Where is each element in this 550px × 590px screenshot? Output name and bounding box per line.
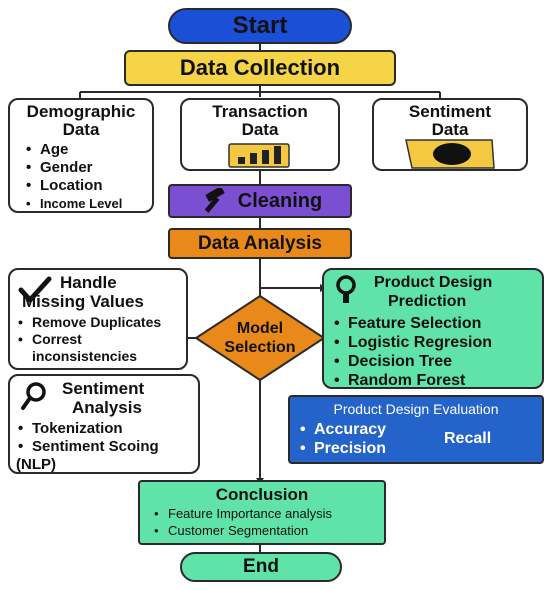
folder-icon (405, 139, 495, 169)
sentiment-analysis-title-2: Analysis (72, 398, 142, 417)
list-item: Gender (24, 159, 146, 177)
demographic-data-box: Demographic Data Age Gender Location Inc… (8, 98, 154, 213)
list-item: Remove Duplicates (16, 314, 180, 331)
start-terminal: Start (168, 8, 352, 44)
list-item: Customer Segmentation (152, 522, 378, 539)
sentiment-analysis-title-1: Sentiment (62, 379, 145, 398)
product-design-prediction-box: Product Design Prediction Feature Select… (322, 268, 544, 390)
end-label: End (243, 556, 279, 577)
list-item: Feature Selection (332, 314, 534, 333)
start-label: Start (232, 12, 288, 39)
end-terminal: End (180, 552, 342, 582)
list-item: Precision (298, 439, 534, 458)
list-item: Logistic Regresion (332, 333, 534, 352)
hammer-icon (204, 188, 225, 213)
list-item: Correst (16, 331, 180, 348)
transaction-title-1: Transaction (212, 102, 308, 121)
sentiment-data-title-2: Data (431, 120, 469, 139)
checkmark-icon (18, 276, 52, 303)
demographic-title-2: Data (62, 120, 100, 139)
sentiment-data-box: Sentiment Data (372, 98, 528, 171)
lightbulb-icon (336, 275, 356, 303)
missing-title-2: Missing Values (22, 292, 144, 311)
model-line-1: Model (236, 320, 284, 337)
data-collection-box: Data Collection (124, 50, 396, 86)
cleaning-label: Cleaning (237, 189, 323, 212)
evaluation-recall: Recall (444, 430, 492, 447)
conclusion-box: Conclusion Feature Importance analysis C… (138, 480, 386, 545)
sentiment-data-title-1: Sentiment (408, 102, 492, 121)
demographic-title-1: Demographic (26, 102, 136, 121)
list-item: Feature Importance analysis (152, 505, 378, 522)
sentiment-analysis-box: Sentiment Analysis Tokenization Sentimen… (8, 374, 200, 474)
missing-title-1: Handle (60, 273, 117, 292)
list-item: Tokenization (16, 420, 192, 438)
sentiment-analysis-item-continued: (NLP) (16, 456, 56, 473)
data-collection-label: Data Collection (179, 55, 341, 80)
list-item: Decision Tree (332, 352, 534, 371)
list-item: Accuracy (298, 420, 534, 439)
list-item: Income Level (24, 195, 146, 213)
handle-missing-values-box: Handle Missing Values Remove Duplicates … (8, 268, 188, 370)
data-analysis-box: Data Analysis (168, 228, 352, 259)
prediction-title-1: Product Design (374, 274, 493, 291)
transaction-data-box: Transaction Data (180, 98, 340, 171)
list-item: Random Forest (332, 371, 534, 390)
product-design-evaluation-box: Product Design Evaluation Accuracy Preci… (288, 395, 544, 464)
evaluation-title: Product Design Evaluation (333, 401, 499, 417)
conclusion-title: Conclusion (215, 485, 309, 504)
magnifier-icon (21, 382, 46, 410)
list-item: Age (24, 141, 146, 159)
data-analysis-label: Data Analysis (198, 232, 322, 254)
list-item: Location (24, 177, 146, 195)
list-item: Sentiment Scoing (16, 438, 192, 456)
model-selection-diamond (194, 294, 326, 382)
transaction-title-2: Data (241, 120, 279, 139)
prediction-title-2: Prediction (388, 293, 467, 310)
model-selection-text: Model Selection (214, 316, 306, 360)
model-line-2: Selection (224, 339, 296, 356)
missing-item-continued: inconsistencies (32, 348, 138, 364)
cleaning-box: Cleaning (168, 184, 352, 218)
bar-chart-icon (228, 143, 290, 168)
